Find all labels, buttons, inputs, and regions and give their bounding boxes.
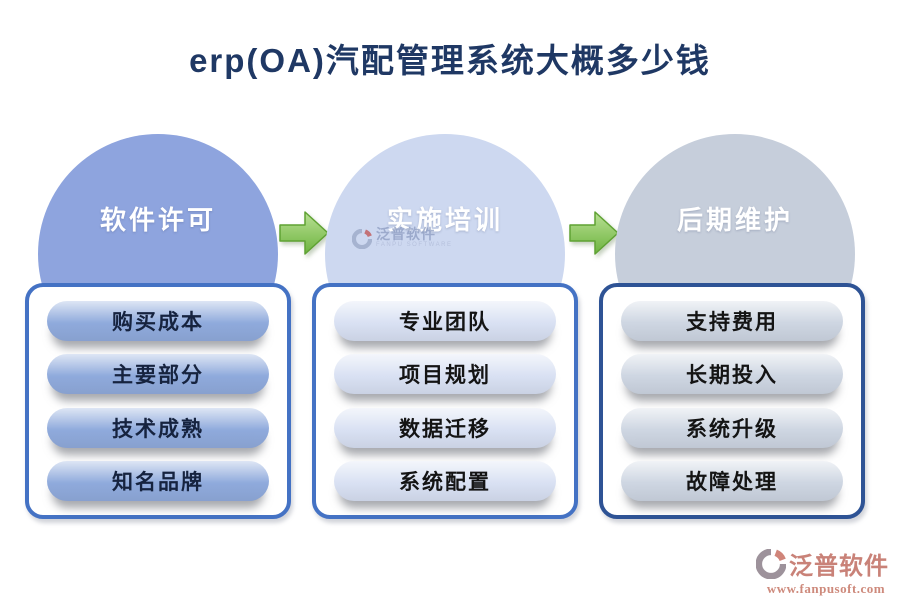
stage-heading: 后期维护 bbox=[676, 205, 793, 235]
items-panel-implementation-training: 专业团队 项目规划 数据迁移 系统配置 bbox=[312, 283, 578, 519]
list-item: 知名品牌 bbox=[47, 461, 269, 502]
arrow-right-icon bbox=[569, 211, 619, 255]
list-item: 主要部分 bbox=[47, 354, 269, 395]
list-item: 长期投入 bbox=[621, 354, 843, 395]
list-item: 项目规划 bbox=[334, 354, 556, 395]
items-panel-software-license: 购买成本 主要部分 技术成熟 知名品牌 bbox=[25, 283, 291, 519]
list-item-label: 长期投入 bbox=[686, 364, 778, 388]
stage-heading: 实施培训 bbox=[386, 205, 503, 235]
list-item-label: 系统配置 bbox=[399, 471, 491, 495]
arrow-right-icon bbox=[279, 211, 329, 255]
center-watermark: 泛普软件 FANPU SOFTWARE bbox=[352, 227, 452, 249]
list-item-label: 支持费用 bbox=[686, 310, 778, 334]
list-item-label: 数据迁移 bbox=[399, 417, 491, 441]
fanpu-logo-icon bbox=[756, 548, 786, 579]
list-item: 数据迁移 bbox=[334, 407, 556, 448]
list-item: 支持费用 bbox=[621, 300, 843, 341]
list-item-label: 知名品牌 bbox=[112, 471, 204, 495]
fanpu-logo-icon bbox=[352, 229, 372, 249]
page-title: erp(OA)汽配管理系统大概多少钱 bbox=[189, 42, 711, 79]
footer-brand-text: 泛普软件 bbox=[789, 553, 889, 580]
watermark-subtext: FANPU SOFTWARE bbox=[376, 242, 453, 248]
list-item-label: 主要部分 bbox=[112, 364, 204, 388]
footer-brand: 泛普软件 www.fanpusoft.com bbox=[756, 546, 896, 597]
list-item: 购买成本 bbox=[47, 300, 269, 341]
list-item: 系统升级 bbox=[621, 407, 843, 448]
items-panel-later-maintenance: 支持费用 长期投入 系统升级 故障处理 bbox=[599, 283, 865, 519]
list-item: 系统配置 bbox=[334, 461, 556, 502]
list-item-label: 系统升级 bbox=[686, 417, 778, 441]
list-item: 故障处理 bbox=[621, 461, 843, 502]
list-item: 技术成熟 bbox=[47, 407, 269, 448]
watermark-brand-text: 泛普软件 bbox=[376, 226, 436, 242]
list-item-label: 技术成熟 bbox=[112, 417, 204, 441]
list-item-label: 故障处理 bbox=[686, 471, 778, 495]
list-item-label: 购买成本 bbox=[112, 310, 204, 334]
list-item: 专业团队 bbox=[334, 300, 556, 341]
footer-url: www.fanpusoft.com bbox=[766, 581, 886, 596]
list-item-label: 专业团队 bbox=[399, 310, 491, 334]
list-item-label: 项目规划 bbox=[399, 364, 491, 388]
stage-heading: 软件许可 bbox=[99, 205, 216, 235]
